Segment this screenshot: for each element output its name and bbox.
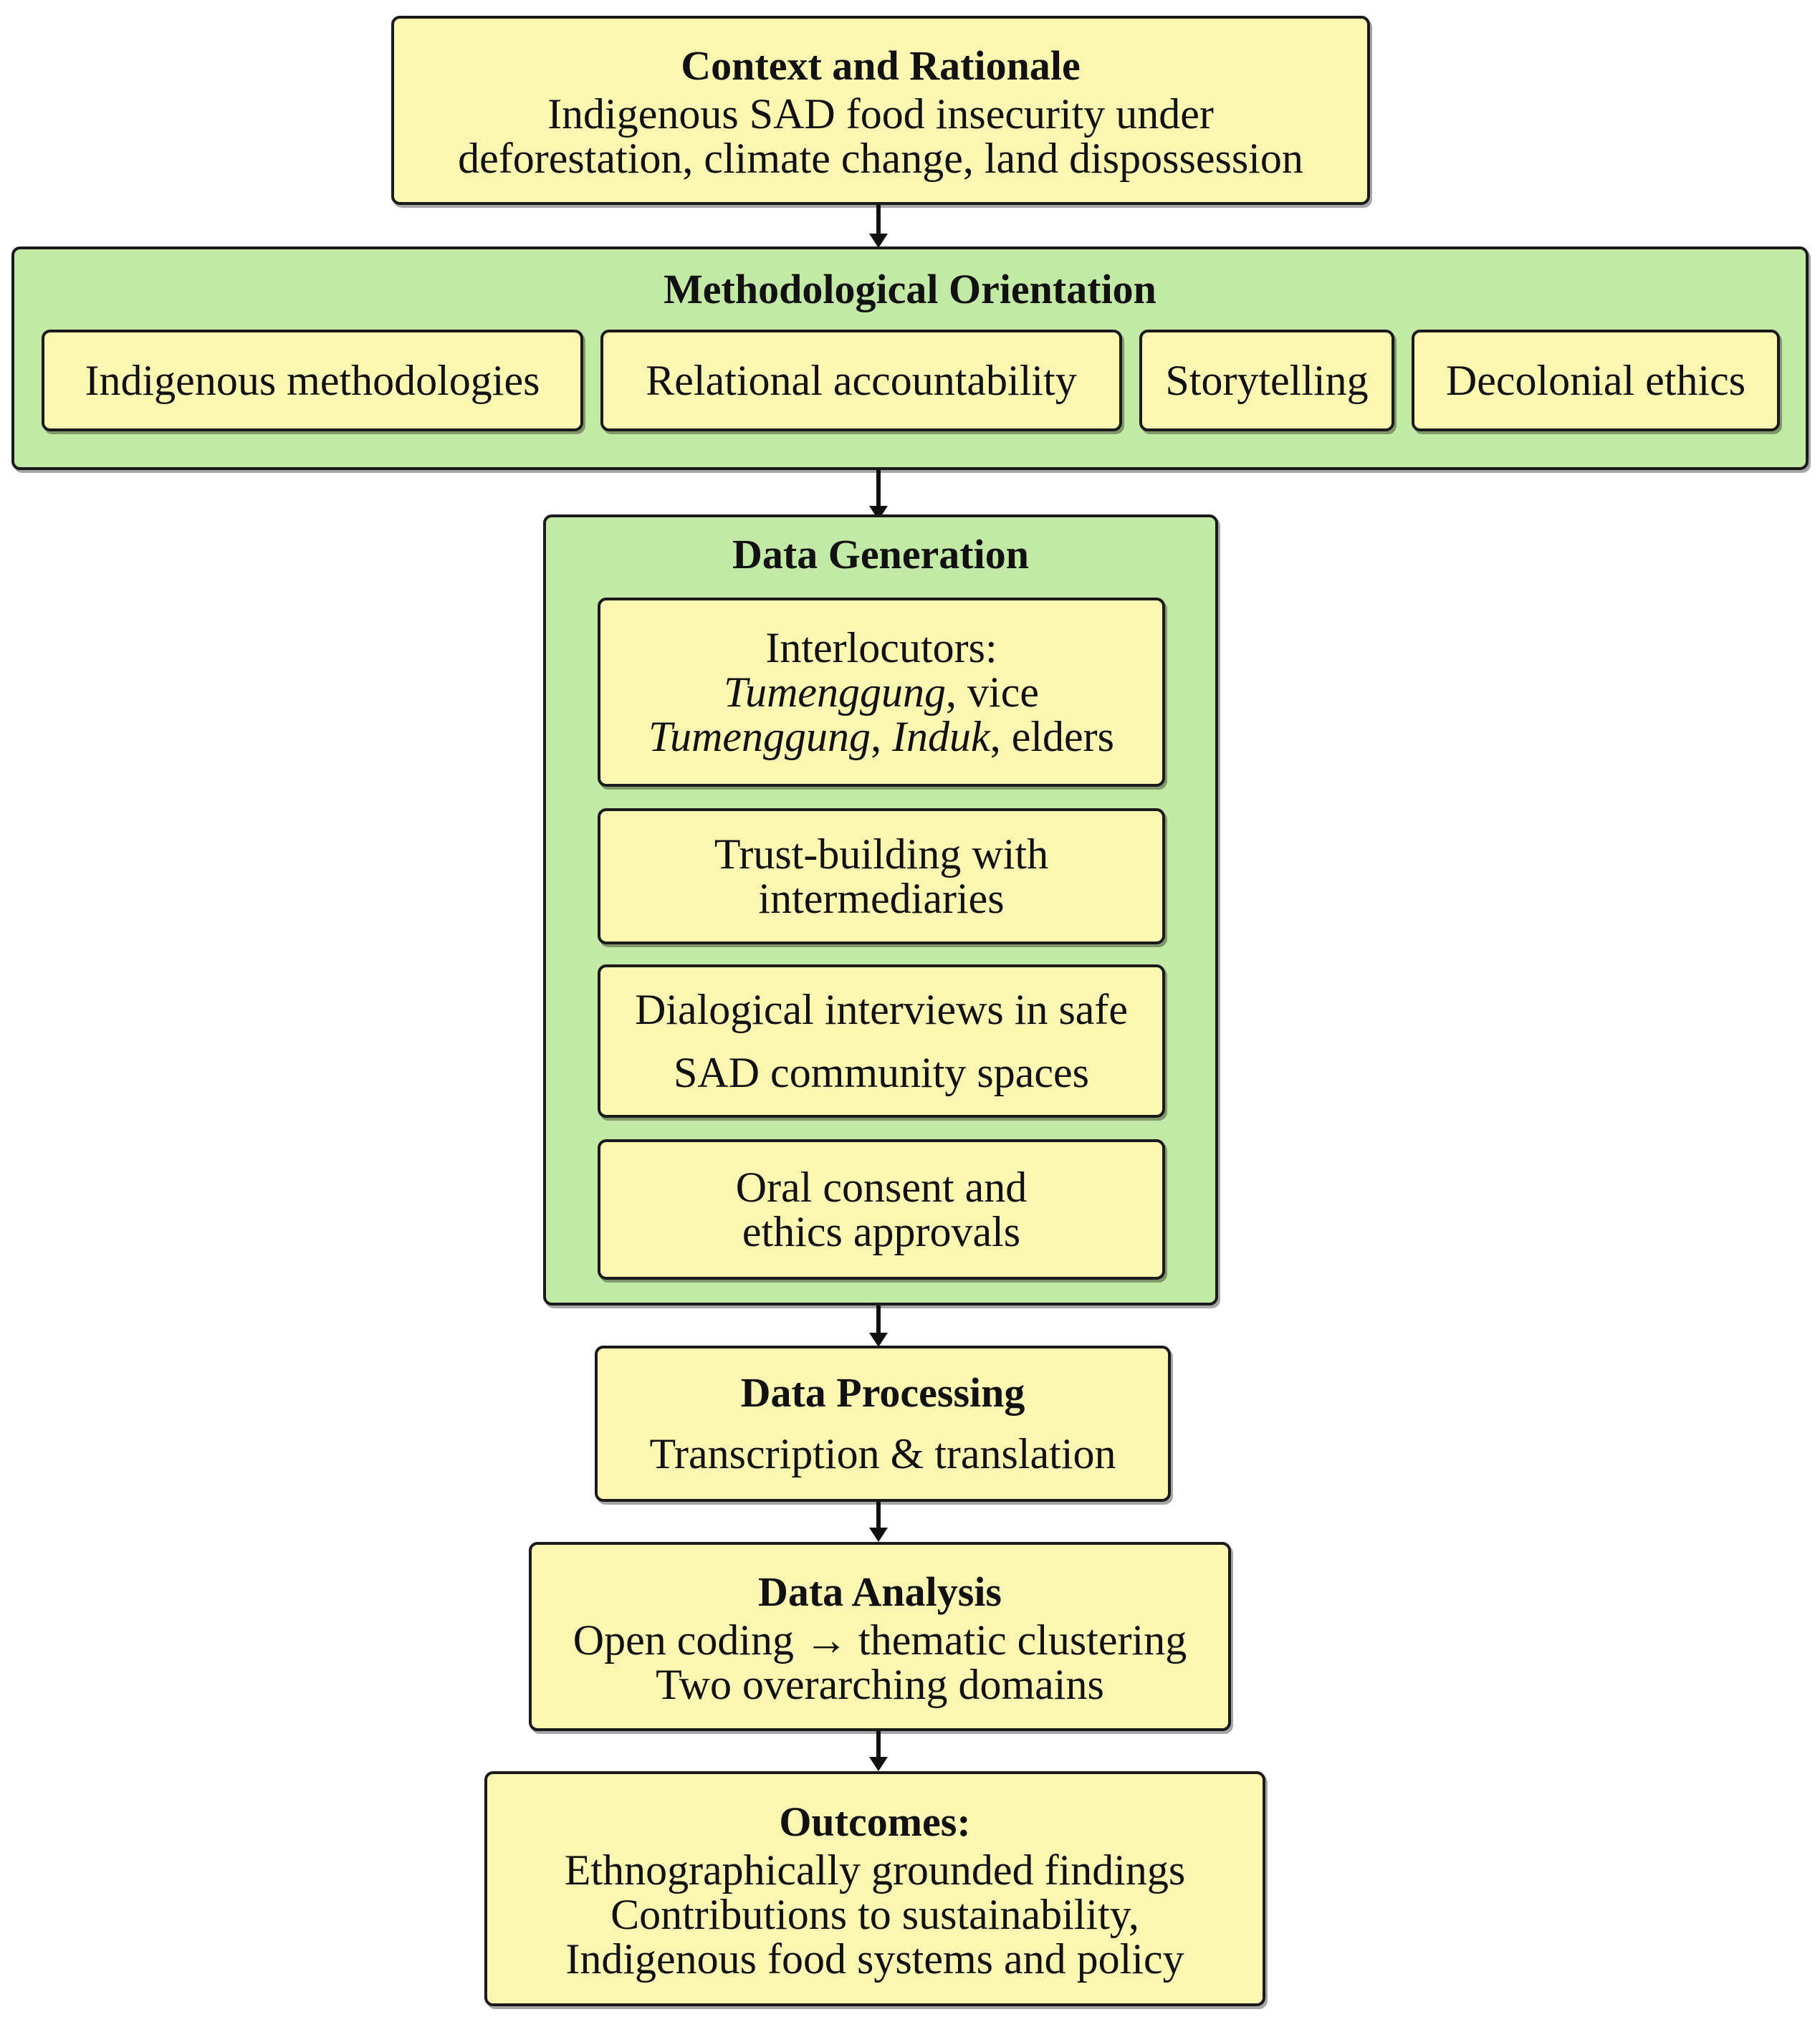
consent-line-1: Oral consent and [735,1164,1028,1211]
method-item-decolonial-ethics: Decolonial ethics [1412,330,1780,431]
method-item-storytelling: Storytelling [1139,330,1394,431]
outcomes-line-1: Ethnographically grounded findings [564,1846,1186,1894]
trust-building-box: Trust-building with intermediaries [598,808,1165,944]
interlocutor-sep: , [871,713,893,760]
method-item-indigenous-methodologies: Indigenous methodologies [42,330,583,431]
method-item-label: Relational accountability [646,357,1077,404]
interlocutors-line-3: Tumenggung, Induk, elders [648,714,1114,759]
interlocutor-term-induk: Induk [892,713,990,760]
interlocutors-label: Interlocutors: [765,624,997,671]
data-processing-title: Data Processing [740,1369,1025,1416]
method-item-label: Storytelling [1165,357,1369,404]
trust-building-line-2: intermediaries [758,875,1005,922]
context-rationale-title: Context and Rationale [681,42,1081,89]
data-generation-title: Data Generation [732,531,1029,578]
method-item-relational-accountability: Relational accountability [600,330,1122,431]
data-analysis-box: Data Analysis Open coding → thematic clu… [529,1542,1231,1731]
data-processing-box: Data Processing Transcription & translat… [595,1346,1171,1502]
interlocutors-box: Interlocutors: Tumenggung, vice Tumenggu… [598,598,1165,787]
data-analysis-line-1: Open coding → thematic clustering [573,1616,1187,1664]
interlocutor-term-vice-tumenggung: Tumenggung [648,713,871,760]
method-item-label: Decolonial ethics [1445,357,1746,404]
interviews-line-2: SAD community spaces [674,1049,1089,1096]
data-analysis-line-2: Two overarching domains [656,1661,1104,1708]
outcomes-line-3: Indigenous food systems and policy [565,1935,1184,1983]
method-item-label: Indigenous methodologies [85,357,540,404]
outcomes-title: Outcomes: [779,1798,971,1845]
consent-line-2: ethics approvals [742,1208,1021,1255]
data-analysis-title: Data Analysis [757,1568,1002,1615]
context-line-2: deforestation, climate change, land disp… [458,135,1303,182]
outcomes-line-2: Contributions to sustainability, [610,1891,1139,1938]
dialogical-interviews-box: Dialogical interviews in safe SAD commun… [598,964,1165,1118]
interlocutor-sep-vice: , vice [946,669,1039,716]
outcomes-box: Outcomes: Ethnographically grounded find… [484,1771,1265,2006]
interlocutor-sep-elders: , elders [990,713,1114,760]
interviews-line-1: Dialogical interviews in safe [634,986,1129,1033]
data-processing-line: Transcription & translation [649,1430,1116,1477]
methodological-orientation-title: Methodological Orientation [664,266,1156,312]
oral-consent-box: Oral consent and ethics approvals [598,1139,1165,1280]
context-line-1: Indigenous SAD food insecurity under [547,90,1214,138]
interlocutors-line-2: Tumenggung, vice [724,670,1039,714]
trust-building-line-1: Trust-building with [714,830,1049,878]
interlocutor-term-tumenggung: Tumenggung [724,669,947,716]
context-rationale-box: Context and Rationale Indigenous SAD foo… [391,16,1370,205]
